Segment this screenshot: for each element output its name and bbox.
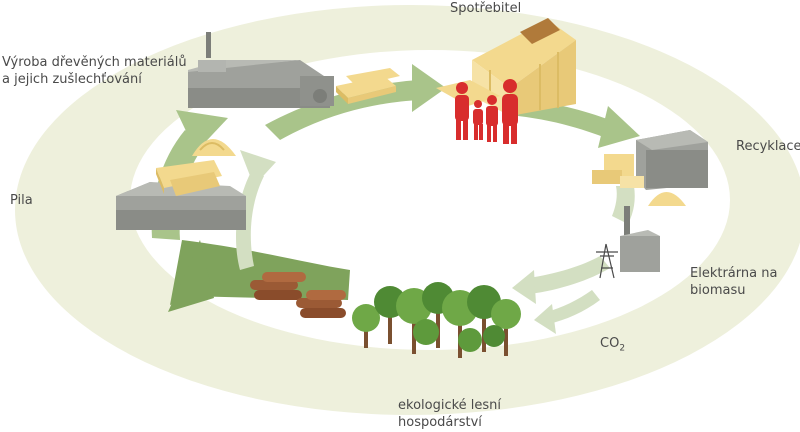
recycling-plant-icon (592, 130, 708, 206)
label-recycling: Recyklace (736, 139, 800, 154)
label-power-line1: Elektrárna na (690, 266, 778, 281)
arrow-consumer-to-recycling-head (598, 106, 640, 148)
power-pylon-icon (596, 243, 618, 279)
label-forestry-line1: ekologické lesní (398, 398, 502, 413)
label-production-line2: a jejich zušlechťování (2, 72, 142, 87)
label-consumer: Spotřebitel (450, 1, 522, 16)
logs-icon (250, 272, 346, 318)
arrow-co2-to-forest (546, 290, 600, 324)
arrow-power-to-forest-head (512, 270, 536, 304)
arrow-power-to-forest (528, 256, 610, 294)
co2-subscript: 2 (619, 343, 626, 354)
label-production-line1: Výroba dřevěných materiálů (2, 55, 187, 70)
arrow-sawmill-to-production-head (176, 110, 228, 152)
arrow-forest-to-sawmill-head (168, 240, 214, 312)
house-icon (436, 18, 576, 116)
sawdust-pile-icon (192, 139, 236, 156)
forest-icon (352, 282, 521, 358)
wood-stack-icon (336, 68, 400, 104)
label-sawmill: Pila (10, 193, 33, 208)
factory-icon (188, 32, 334, 108)
power-plant-icon (620, 206, 660, 272)
label-power-line2: biomasu (690, 283, 746, 298)
label-co2: CO2 (600, 335, 625, 358)
arrow-production-to-consumer-head (412, 64, 446, 112)
arrow-inner-return-head (240, 150, 276, 186)
arrow-co2-to-forest-head (534, 304, 556, 334)
family-icon (455, 79, 518, 144)
co2-main: CO (600, 336, 620, 351)
sawmill-icon (116, 160, 246, 230)
arrow-forest-to-sawmill (170, 240, 350, 305)
label-forestry-line2: hospodárství (398, 415, 482, 430)
